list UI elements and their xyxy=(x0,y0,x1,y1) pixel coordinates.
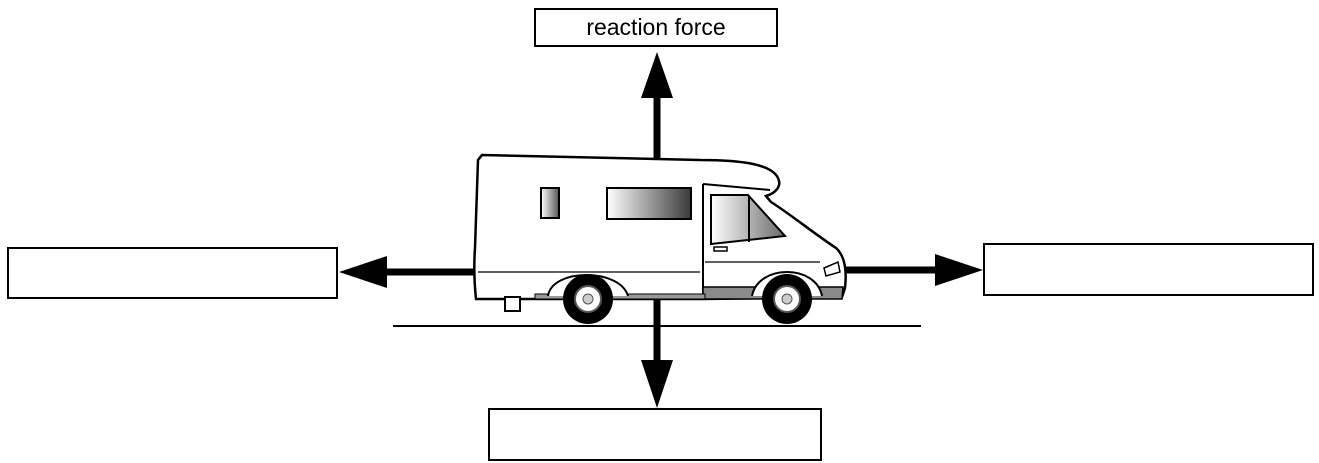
bottom-force-label-box[interactable] xyxy=(488,408,822,461)
small-window xyxy=(540,187,560,219)
right-force-label-box[interactable] xyxy=(983,243,1314,296)
camper-van xyxy=(473,153,847,324)
rear-wheel xyxy=(563,274,613,324)
arrow-left xyxy=(339,256,476,288)
large-window xyxy=(606,187,692,220)
front-wheel xyxy=(762,274,812,324)
van-body xyxy=(473,153,847,301)
arrow-down xyxy=(641,300,673,408)
arrow-up xyxy=(641,52,673,158)
arrow-right xyxy=(845,254,983,286)
left-force-label-box[interactable] xyxy=(7,247,338,299)
reaction-force-label-box: reaction force xyxy=(534,8,778,47)
